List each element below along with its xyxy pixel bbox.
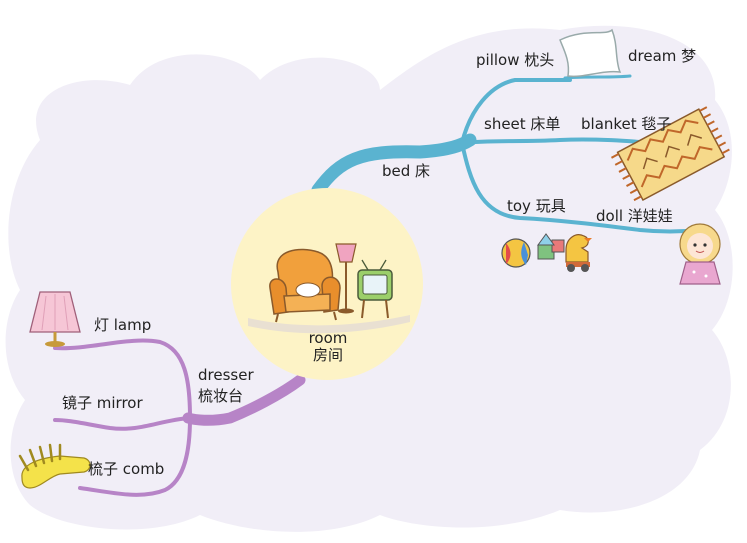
sheet-label: sheet 床单 [484, 115, 561, 133]
tv-icon [357, 259, 393, 319]
ball-icon [501, 238, 531, 268]
center-label-zh: 房间 [312, 346, 343, 365]
center-label-en: room [308, 329, 348, 347]
dresser-label-en: dresser [198, 366, 254, 384]
doll-icon [679, 223, 721, 285]
floor-shape [248, 315, 410, 334]
dresser-branch [53, 338, 306, 497]
pillow-label: pillow 枕头 [476, 51, 555, 69]
blanket-label: blanket 毯子 [581, 115, 672, 133]
comb-icon [18, 443, 91, 489]
dresser-label-zh: 梳妆台 [198, 387, 244, 406]
dresser-label: dresser 梳妆台 [198, 366, 254, 406]
bed-label: bed 床 [382, 162, 431, 180]
duck-toy-icon [565, 234, 592, 272]
floor-lamp-icon [335, 243, 357, 314]
center-label: room 房间 [300, 329, 356, 365]
toy-label: toy 玩具 [507, 197, 566, 215]
mirror-label: 镜子 mirror [62, 394, 143, 412]
armchair-icon [269, 248, 341, 323]
blanket-icon [610, 106, 730, 202]
dream-label: dream 梦 [628, 47, 697, 65]
comb-label: 梳子 comb [88, 460, 165, 478]
doll-label: doll 洋娃娃 [596, 207, 673, 225]
toy-blocks-icon [537, 233, 565, 260]
lamp-label: 灯 lamp [94, 316, 152, 334]
table-lamp-icon [29, 291, 81, 347]
pillow-icon [559, 28, 622, 78]
